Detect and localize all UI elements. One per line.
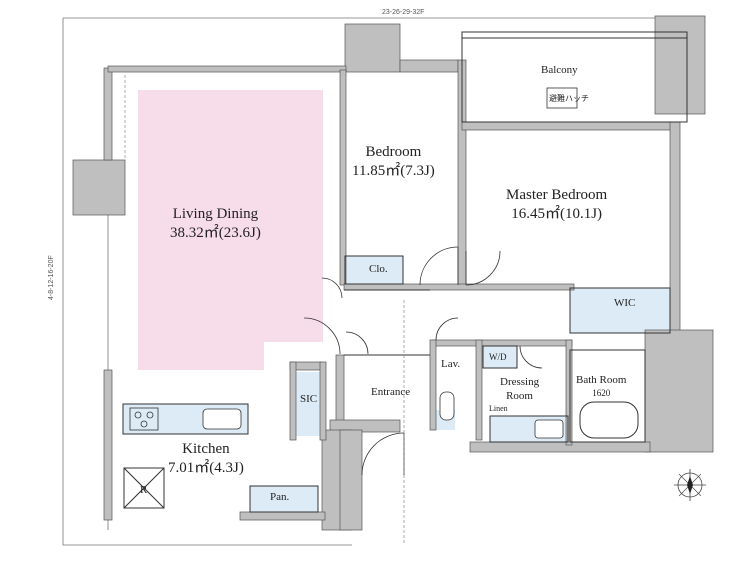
master-bedroom-label: Master Bedroom 16.45㎡(10.1J)	[506, 186, 607, 224]
bedroom-area: 11.85㎡(7.3J)	[352, 162, 435, 179]
bedroom-label: Bedroom 11.85㎡(7.3J)	[352, 143, 435, 181]
bedroom-name: Bedroom	[365, 144, 422, 160]
balcony-outline	[461, 31, 688, 123]
bath-room-label: Bath Room 1620	[576, 374, 626, 399]
pantry-label: Pan.	[270, 491, 290, 503]
kitchen-name: Kitchen	[182, 441, 230, 457]
stove-icon	[129, 407, 159, 431]
living-dining-label: Living Dining 38.32㎡(23.6J)	[170, 205, 261, 243]
bathtub	[579, 401, 639, 439]
living-dining-floor	[138, 90, 323, 370]
dressing-room-label: Dressing Room	[500, 376, 539, 404]
dressing-room-name-2: Room	[506, 389, 533, 402]
dashed-lines	[124, 75, 405, 545]
lav-label: Lav.	[441, 358, 461, 370]
toilet	[439, 391, 455, 421]
kitchen-sink	[202, 408, 242, 430]
balcony-label: Balcony	[541, 64, 578, 76]
fridge-label: R	[140, 484, 148, 496]
sic-label: SIC	[300, 393, 318, 405]
linen-label: Linen	[489, 404, 508, 413]
kitchen-area: 7.01㎡(4.3J)	[168, 459, 244, 476]
evac-hatch-label: 避難ハッチ	[549, 94, 589, 103]
dressing-basin	[534, 419, 564, 439]
walls	[72, 15, 714, 531]
kitchen-label: Kitchen 7.01㎡(4.3J)	[168, 440, 244, 478]
evac-hatch-box	[546, 87, 578, 109]
top-floor-range-label: 23-26-29-32F	[382, 9, 425, 16]
bath-room-name: Bath Room	[576, 374, 627, 386]
master-bedroom-area: 16.45㎡(10.1J)	[511, 205, 603, 222]
living-dining-name: Living Dining	[172, 206, 259, 222]
door-swings	[303, 246, 543, 476]
dressing-room-name-1: Dressing	[500, 376, 540, 388]
master-bedroom-name: Master Bedroom	[506, 187, 608, 203]
bath-room-size: 1620	[592, 387, 611, 398]
side-floor-range-label: 4-8-12-16-20F	[48, 255, 55, 300]
entrance-label: Entrance	[371, 386, 411, 398]
closet-label: Clo.	[369, 263, 388, 275]
compass-icon	[674, 469, 706, 501]
living-dining-area: 38.32㎡(23.6J)	[170, 224, 261, 241]
wic-label: WIC	[614, 297, 636, 309]
room-lines	[122, 255, 671, 513]
washer-dryer-label: W/D	[489, 352, 507, 362]
